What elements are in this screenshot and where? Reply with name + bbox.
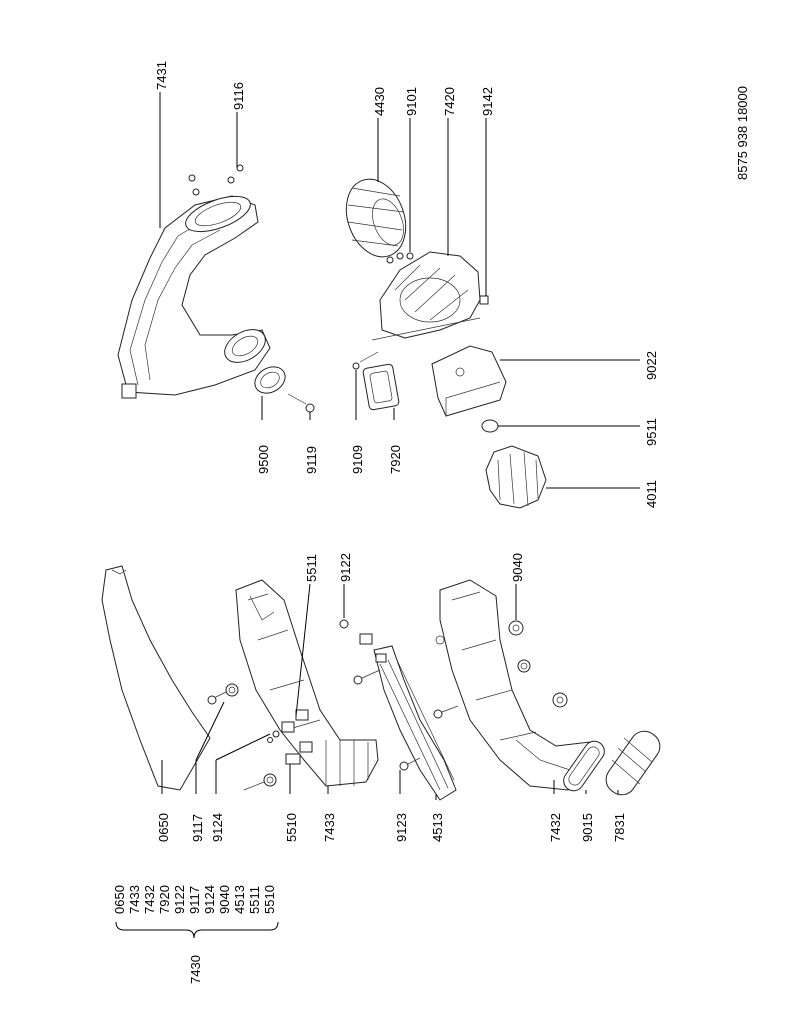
group-bracket bbox=[115, 921, 279, 939]
part-duct-7431 bbox=[117, 195, 271, 399]
filter-7831 bbox=[605, 730, 661, 796]
screw-9142 bbox=[479, 295, 489, 305]
callout-4513: 4513 bbox=[430, 813, 445, 842]
document-code: 8575 938 18000 bbox=[735, 86, 750, 180]
screw-9109 bbox=[352, 351, 379, 370]
gasket-7920 bbox=[362, 363, 400, 411]
callout-5510: 5510 bbox=[284, 813, 299, 842]
group-member: 0650 bbox=[112, 885, 127, 914]
top-panel-7433 bbox=[235, 579, 379, 787]
callout-9142: 9142 bbox=[480, 87, 495, 116]
group-member: 4513 bbox=[232, 885, 247, 914]
group-member: 9040 bbox=[217, 885, 232, 914]
screws-9116 bbox=[188, 164, 244, 196]
fan-housing-7420 bbox=[371, 251, 481, 341]
hardware-9117-9124-5510-5511 bbox=[207, 683, 313, 791]
group-member: 5511 bbox=[247, 886, 262, 914]
group-member: 5510 bbox=[262, 885, 277, 914]
callout-9116: 9116 bbox=[231, 82, 246, 110]
callout-9101: 9101 bbox=[404, 87, 419, 116]
motor-4011 bbox=[485, 445, 547, 509]
callout-7831: 7831 bbox=[612, 813, 627, 842]
ring-9500 bbox=[254, 366, 286, 394]
callout-7420: 7420 bbox=[442, 87, 457, 116]
heater-4513 bbox=[339, 619, 459, 801]
callout-9500: 9500 bbox=[256, 445, 271, 474]
callout-7431: 7431 bbox=[154, 61, 169, 90]
group-member: 7920 bbox=[157, 885, 172, 914]
callout-9109: 9109 bbox=[350, 445, 365, 474]
screw-9119 bbox=[287, 393, 315, 413]
group-label: 7430 bbox=[188, 955, 203, 984]
callout-9511: 9511 bbox=[644, 418, 659, 446]
group-member: 9122 bbox=[172, 885, 187, 914]
callout-7433: 7433 bbox=[322, 813, 337, 842]
gasket-9015 bbox=[563, 740, 605, 792]
callout-9119: 9119 bbox=[304, 446, 319, 474]
callout-9123: 9123 bbox=[394, 813, 409, 842]
callout-5511: 5511 bbox=[304, 554, 319, 582]
base-7432 bbox=[435, 579, 595, 791]
callout-4011: 4011 bbox=[644, 480, 659, 508]
callout-9117: 9117 bbox=[190, 814, 205, 842]
callout-7920: 7920 bbox=[388, 445, 403, 474]
callout-9040: 9040 bbox=[510, 553, 525, 582]
callout-7432: 7432 bbox=[548, 813, 563, 842]
fan-wheel-4430 bbox=[345, 178, 407, 258]
callout-9124: 9124 bbox=[210, 813, 225, 842]
callout-9015: 9015 bbox=[580, 813, 595, 842]
callout-9022: 9022 bbox=[644, 351, 659, 380]
cover-plate-9022 bbox=[431, 345, 507, 417]
plug-9511 bbox=[481, 419, 499, 433]
feet-9040 bbox=[508, 620, 568, 708]
group-member: 7432 bbox=[142, 885, 157, 914]
group-member: 9124 bbox=[202, 885, 217, 914]
callout-0650: 0650 bbox=[156, 813, 171, 842]
cover-0650 bbox=[101, 565, 211, 791]
group-member: 7433 bbox=[127, 885, 142, 914]
group-member: 9117 bbox=[187, 886, 202, 914]
callout-4430: 4430 bbox=[372, 87, 387, 116]
screws-9101 bbox=[386, 252, 414, 264]
callout-9122: 9122 bbox=[338, 553, 353, 582]
